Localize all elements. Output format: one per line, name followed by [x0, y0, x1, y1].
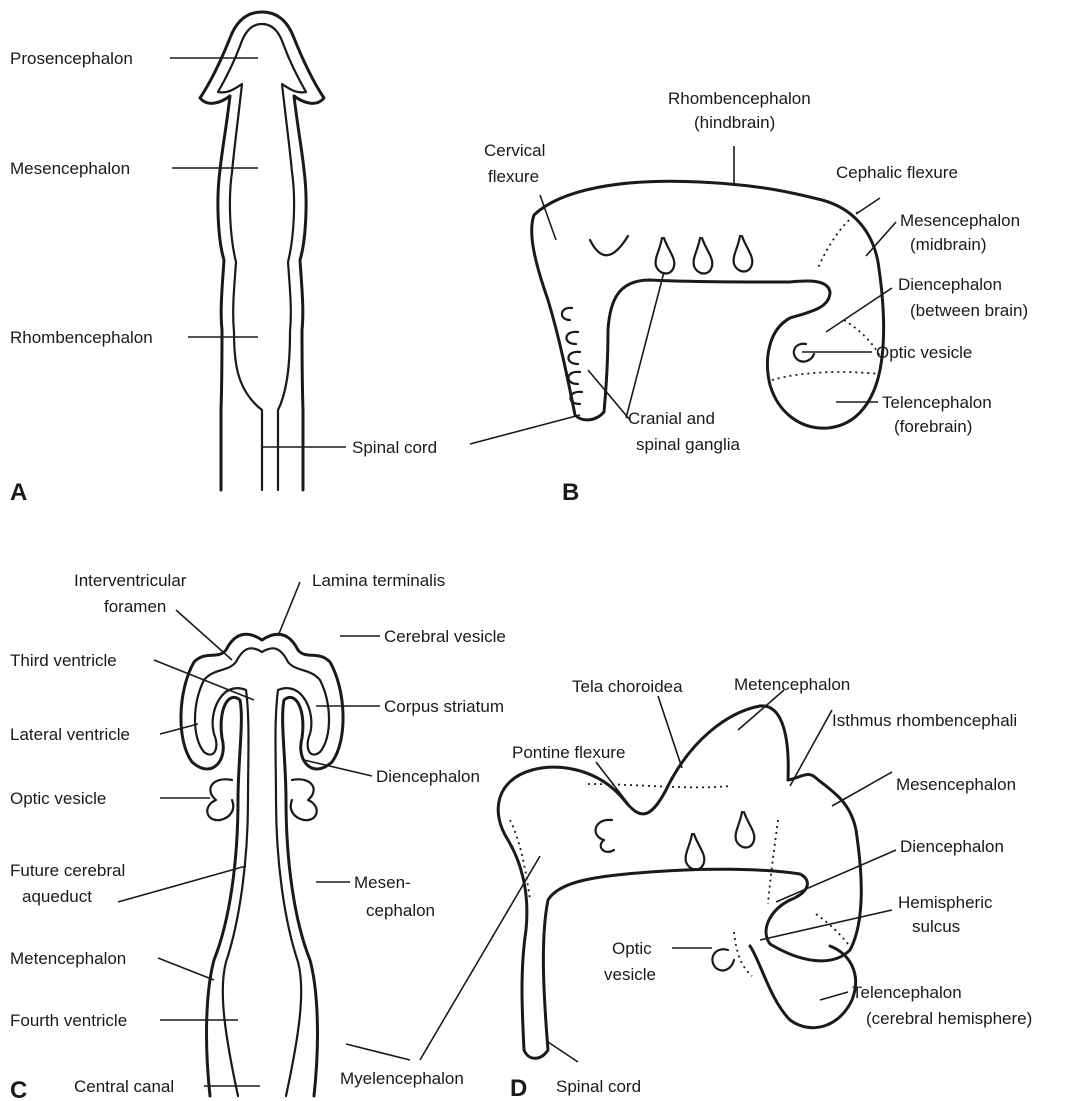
leader-d-telencephalon — [820, 992, 848, 1000]
panel-c-tube-inner — [195, 648, 329, 1096]
label-b-telencephalon-1: Telencephalon — [882, 393, 992, 412]
leader-c-metencephalon — [158, 958, 214, 980]
leader-c-third-ventricle — [154, 660, 254, 700]
label-c-central-canal: Central canal — [74, 1077, 174, 1096]
panel-a-letter: A — [10, 479, 27, 506]
label-b-rhombencephalon-1: Rhombencephalon — [668, 89, 811, 108]
ganglion-spinal-4 — [568, 372, 580, 384]
label-d-mesencephalon: Mesencephalon — [896, 775, 1016, 794]
label-c-diencephalon: Diencephalon — [376, 767, 480, 786]
leader-c-lamina — [278, 582, 300, 636]
label-d-hemispheric-2: sulcus — [912, 917, 960, 936]
leader-b-ganglia-1 — [626, 272, 664, 418]
label-d-telencephalon-2: (cerebral hemisphere) — [866, 1009, 1032, 1028]
label-d-spinal-cord: Spinal cord — [556, 1077, 641, 1096]
panel-d-ganglion-3 — [736, 812, 755, 848]
label-c-interventricular-2: foramen — [104, 597, 166, 616]
panel-b-letter: B — [562, 479, 579, 506]
panel-c-tube-outer — [181, 634, 343, 1096]
label-c-corpus-striatum: Corpus striatum — [384, 697, 504, 716]
leader-d-diencephalon — [776, 850, 896, 902]
leader-d-hemispheric — [760, 910, 892, 940]
label-b-optic: Optic vesicle — [876, 343, 972, 362]
panel-b-brain-outline — [532, 181, 884, 428]
label-a-spinal-cord: Spinal cord — [352, 438, 437, 457]
label-c-lamina: Lamina terminalis — [312, 571, 445, 590]
leader-c-lateral-ventricle — [160, 724, 198, 734]
ganglion-spinal-3 — [568, 352, 580, 364]
leader-c-aqueduct — [118, 866, 246, 902]
label-c-aqueduct-1: Future cerebral — [10, 861, 125, 880]
panel-d-ganglion-1 — [596, 820, 614, 852]
panel-c: Interventricular foramen Lamina terminal… — [10, 571, 506, 1101]
label-c-interventricular-1: Interventricular — [74, 571, 187, 590]
label-c-mesencephalon-1: Mesen- — [354, 873, 411, 892]
label-d-optic-1: Optic — [612, 939, 652, 958]
panel-d-ganglion-2 — [686, 834, 705, 870]
label-b-rhombencephalon-2: (hindbrain) — [694, 113, 775, 132]
panel-b-ganglia — [562, 236, 752, 404]
label-c-mesencephalon-2: cephalon — [366, 901, 435, 920]
label-b-cervical-2: flexure — [488, 167, 539, 186]
label-a-rhombencephalon: Rhombencephalon — [10, 328, 153, 347]
leader-d-tela — [658, 696, 682, 768]
leader-b-cephalic — [856, 198, 880, 214]
label-d-metencephalon: Metencephalon — [734, 675, 850, 694]
label-d-isthmus: Isthmus rhombencephali — [832, 711, 1017, 730]
label-d-telencephalon-1: Telencephalon — [852, 983, 962, 1002]
panel-c-letter: C — [10, 1077, 27, 1101]
leader-b-ganglia-2 — [588, 370, 630, 420]
label-c-metencephalon: Metencephalon — [10, 949, 126, 968]
label-b-mesencephalon-1: Mesencephalon — [900, 211, 1020, 230]
panel-c-optic-vesicle-right — [291, 779, 317, 820]
label-b-diencephalon-2: (between brain) — [910, 301, 1028, 320]
panel-d: Tela choroidea Metencephalon Isthmus rho… — [340, 675, 1032, 1101]
panel-d-optic-vesicle — [712, 949, 734, 970]
leader-d-spinal — [548, 1042, 578, 1062]
label-b-mesencephalon-2: (midbrain) — [910, 235, 987, 254]
label-c-optic: Optic vesicle — [10, 789, 106, 808]
label-d-optic-2: vesicle — [604, 965, 656, 984]
label-c-cerebral-vesicle: Cerebral vesicle — [384, 627, 506, 646]
ganglion-cranial-2 — [656, 238, 675, 274]
label-b-telencephalon-2: (forebrain) — [894, 417, 972, 436]
label-b-ganglia-1: Cranial and — [628, 409, 715, 428]
leader-d-mesencephalon — [832, 772, 892, 806]
label-d-tela: Tela choroidea — [572, 677, 683, 696]
label-c-third-ventricle: Third ventricle — [10, 651, 117, 670]
ganglion-cranial-1 — [590, 236, 628, 255]
label-c-aqueduct-2: aqueduct — [22, 887, 92, 906]
ganglion-spinal-2 — [566, 332, 578, 344]
ganglion-spinal-1 — [562, 308, 572, 320]
label-d-pontine: Pontine flexure — [512, 743, 625, 762]
label-b-ganglia-2: spinal ganglia — [636, 435, 741, 454]
label-a-prosencephalon: Prosencephalon — [10, 49, 133, 68]
leader-d-myelencephalon-2 — [346, 1044, 410, 1060]
label-b-cervical-1: Cervical — [484, 141, 545, 160]
label-a-mesencephalon: Mesencephalon — [10, 159, 130, 178]
panel-d-letter: D — [510, 1075, 527, 1101]
leader-b-spinal — [470, 415, 580, 444]
ganglion-cranial-3 — [694, 238, 713, 274]
panel-a-neural-tube-inner — [218, 24, 306, 490]
label-d-myelencephalon: Myelencephalon — [340, 1069, 464, 1088]
label-c-lateral-ventricle: Lateral ventricle — [10, 725, 130, 744]
label-d-hemispheric-1: Hemispheric — [898, 893, 993, 912]
leader-c-interventricular — [176, 610, 232, 660]
panel-c-optic-vesicle-left — [207, 779, 233, 820]
ganglion-cranial-4 — [734, 236, 753, 272]
label-c-fourth-ventricle: Fourth ventricle — [10, 1011, 127, 1030]
panel-b: Rhombencephalon (hindbrain) Cervical fle… — [470, 89, 1028, 506]
panel-a: Prosencephalon Mesencephalon Rhombenceph… — [10, 12, 437, 506]
label-d-diencephalon: Diencephalon — [900, 837, 1004, 856]
label-b-cephalic: Cephalic flexure — [836, 163, 958, 182]
label-b-diencephalon-1: Diencephalon — [898, 275, 1002, 294]
panel-b-flexure-dotted — [772, 212, 880, 380]
